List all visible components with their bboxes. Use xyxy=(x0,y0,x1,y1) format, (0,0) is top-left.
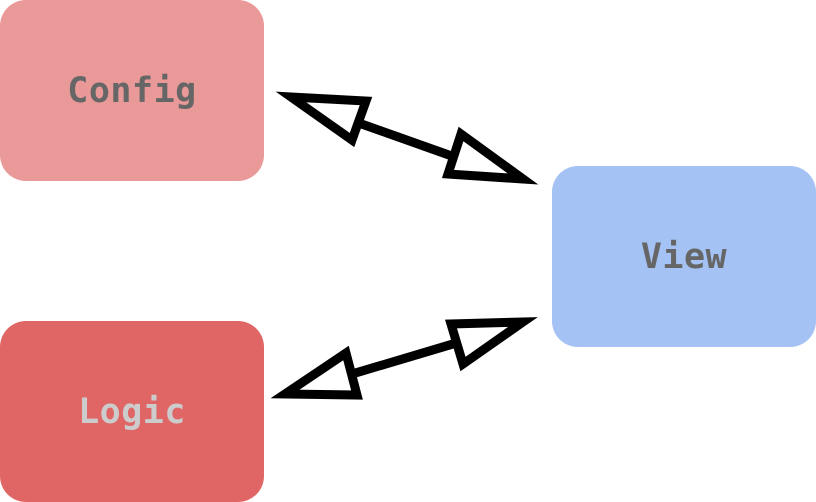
edge-config-view xyxy=(275,91,539,185)
edge-logic-view xyxy=(270,317,538,400)
arrowhead-at-view xyxy=(441,126,539,185)
arrowhead-at-logic xyxy=(270,345,363,400)
node-view-label: View xyxy=(640,236,728,277)
node-logic-label: Logic xyxy=(78,391,186,432)
arrowhead-at-config xyxy=(275,91,373,148)
node-view[interactable]: View xyxy=(552,166,816,347)
node-config[interactable]: Config xyxy=(0,0,264,181)
node-config-label: Config xyxy=(67,70,197,111)
arrowhead-at-view-lower xyxy=(445,317,538,372)
node-logic[interactable]: Logic xyxy=(0,321,264,502)
